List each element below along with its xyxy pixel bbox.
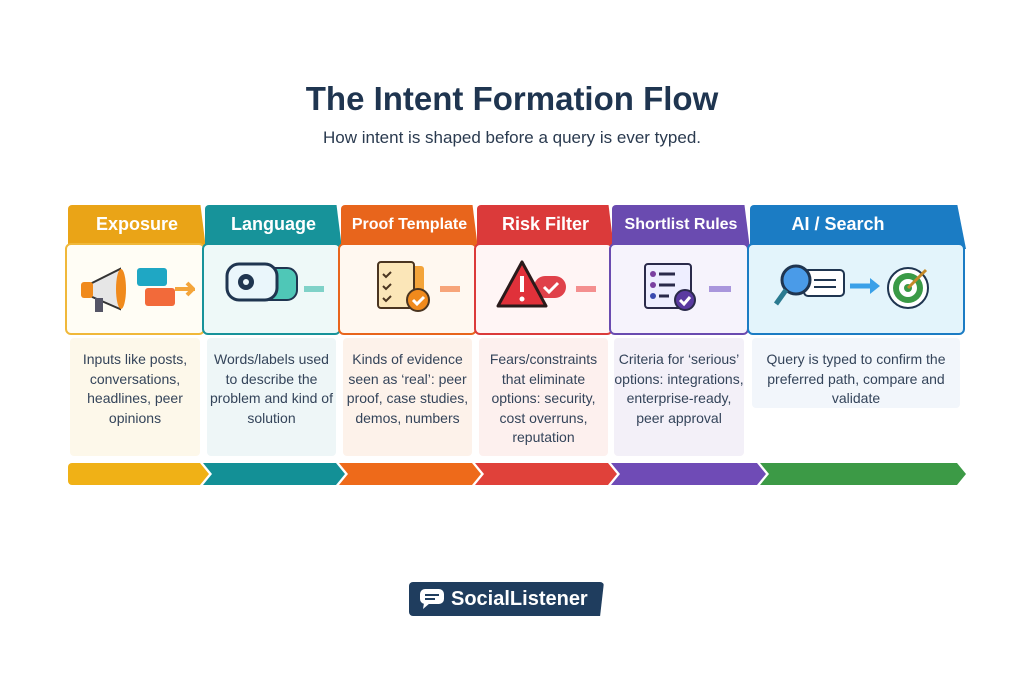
gear-speech-bubble-icon bbox=[202, 243, 341, 335]
warning-triangle-icon bbox=[474, 243, 613, 335]
stage-exposure: Exposure Inputs like posts, conversation… bbox=[65, 205, 206, 460]
progress-bar-proof-template bbox=[339, 463, 481, 485]
page-title: The Intent Formation Flow bbox=[305, 80, 719, 117]
sociallistener-logo: SocialListener bbox=[409, 582, 604, 616]
checklist-document-icon bbox=[338, 243, 477, 335]
stage-description: Words/labels used to describe the proble… bbox=[207, 338, 336, 456]
stage-risk-filter: Risk Filter Fears/constraints that elimi… bbox=[474, 205, 614, 460]
progress-bar-exposure bbox=[68, 463, 209, 485]
stage-description: Kinds of evidence seen as ‘real’: peer p… bbox=[343, 338, 472, 456]
stage-shortlist-rules: Shortlist Rules Criteria for ‘serious’ o… bbox=[609, 205, 750, 460]
logo-text: SocialListener bbox=[451, 587, 588, 610]
stage-header: Risk Filter bbox=[477, 205, 614, 249]
stage-proof-template: Proof Template Kinds of evidence seen as… bbox=[338, 205, 478, 460]
progress-bar-ai-search bbox=[760, 463, 966, 485]
stage-header: Exposure bbox=[68, 205, 206, 249]
stage-header: Language bbox=[205, 205, 342, 249]
stage-header: Shortlist Rules bbox=[612, 205, 750, 249]
magnifier-target-icon bbox=[747, 243, 965, 335]
progress-bar-language bbox=[203, 463, 345, 485]
stage-description: Inputs like posts, conversations, headli… bbox=[70, 338, 200, 456]
megaphone-chat-icon bbox=[65, 243, 205, 335]
star-list-check-icon bbox=[609, 243, 749, 335]
subtitle: How intent is shaped before a query is e… bbox=[323, 128, 701, 147]
stage-description: Query is typed to confirm the preferred … bbox=[752, 338, 960, 408]
stage-description: Criteria for ‘serious’ options: integrat… bbox=[614, 338, 744, 456]
stage-header: Proof Template bbox=[341, 205, 478, 249]
chat-bubble-icon bbox=[420, 589, 444, 609]
stage-header: AI / Search bbox=[750, 205, 966, 249]
progress-bar-risk-filter bbox=[475, 463, 617, 485]
stage-language: Language Words/labels used to describe t… bbox=[202, 205, 342, 460]
stage-description: Fears/constraints that eliminate options… bbox=[479, 338, 608, 456]
progress-bar-shortlist-rules bbox=[611, 463, 766, 485]
stage-ai-search: AI / Search Query is typed to confirm th… bbox=[747, 205, 966, 460]
